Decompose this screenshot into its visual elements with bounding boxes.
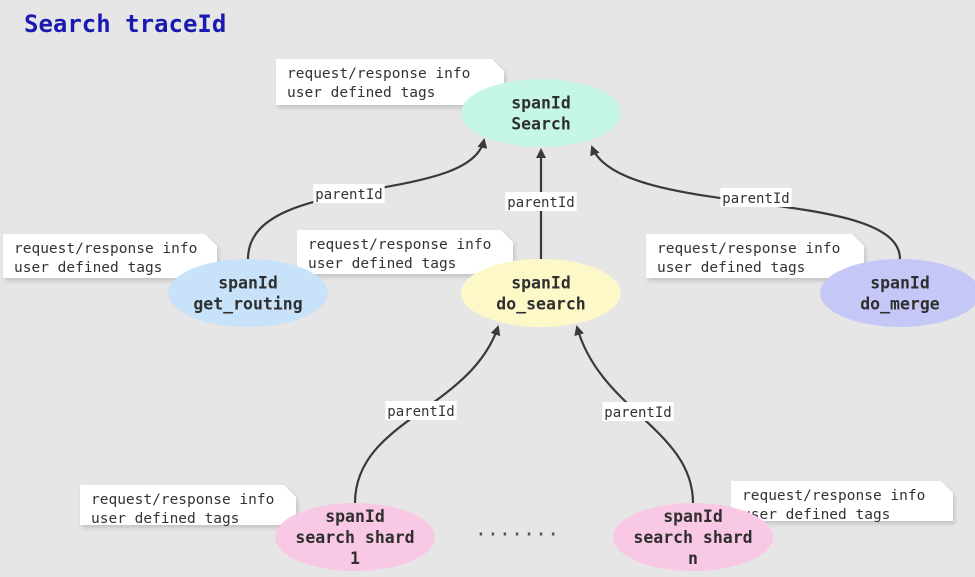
note-line-2: user defined tags [91,511,239,527]
edge-label-bg [313,184,385,203]
edge-label-text: parentId [387,404,454,420]
edge-label-shard1: parentId [385,401,457,420]
note-line-1: request/response info [657,241,840,257]
note-line-2: user defined tags [287,85,435,101]
note-line-1: request/response info [742,488,925,504]
note-line-2: user defined tags [14,260,162,276]
span-node-line-1: spanId [663,507,723,526]
span-node-line-1: spanId [218,274,278,293]
edge-label-do_merge: parentId [720,188,792,207]
note-get-routing: request/response info user defined tags [3,234,217,278]
note-do-merge: request/response info user defined tags [646,234,864,278]
note-box [80,485,296,525]
span-node-line-3: n [688,549,698,568]
note-box [646,234,864,278]
span-node-line-3: 1 [350,549,360,568]
span-node-line-2: get_routing [193,295,302,314]
note-line-2: user defined tags [742,507,890,523]
span-node-shardn: spanId search shard n [613,503,773,571]
note-line-1: request/response info [287,66,470,82]
note-line-2: user defined tags [308,256,456,272]
note-line-1: request/response info [14,241,197,257]
note-box [731,481,953,521]
edge-label-bg [505,192,577,211]
edge-label-do_search: parentId [505,192,577,211]
note-line-1: request/response info [308,237,491,253]
note-shardn: request/response info user defined tags [731,481,953,523]
note-search: request/response info user defined tags [276,59,504,105]
edge-label-bg [602,402,674,421]
span-node-line-1: spanId [511,94,571,113]
page-title: Search traceId [24,10,227,38]
span-node-get_routing: spanId get_routing [168,259,328,327]
note-line-2: user defined tags [657,260,805,276]
note-line-1: request/response info [91,492,274,508]
edge-label-text: parentId [722,191,789,207]
ellipsis-text: ······· [475,522,559,546]
span-node-line-1: spanId [511,274,571,293]
note-do-search: request/response info user defined tags [297,230,513,274]
edge-label-bg [385,401,457,420]
span-node-line-2: search shard [633,528,752,547]
edge-label-shardn: parentId [602,402,674,421]
edge-label-bg [720,188,792,207]
span-node-do_search: spanId do_search [461,259,621,327]
span-node-do_merge: spanId do_merge [820,259,975,327]
edge-label-text: parentId [315,187,382,203]
span-node-ellipse [461,79,621,147]
span-node-ellipse [461,259,621,327]
span-node-ellipse [613,503,773,571]
note-box [3,234,217,278]
edge-label-text: parentId [604,405,671,421]
note-box [297,230,513,274]
edge-label-get_routing: parentId [313,184,385,203]
span-node-ellipse [168,259,328,327]
span-node-line-2: Search [511,115,571,134]
span-node-line-2: do_search [496,295,585,314]
span-node-ellipse [820,259,975,327]
span-node-line-1: spanId [870,274,930,293]
note-shard1: request/response info user defined tags [80,485,296,527]
edge-label-text: parentId [507,195,574,211]
span-node-ellipse [275,503,435,571]
span-node-line-2: search shard [295,528,414,547]
span-node-line-1: spanId [325,507,385,526]
span-node-shard1: spanId search shard 1 [275,503,435,571]
note-box [276,59,504,105]
span-node-line-2: do_merge [860,295,940,314]
